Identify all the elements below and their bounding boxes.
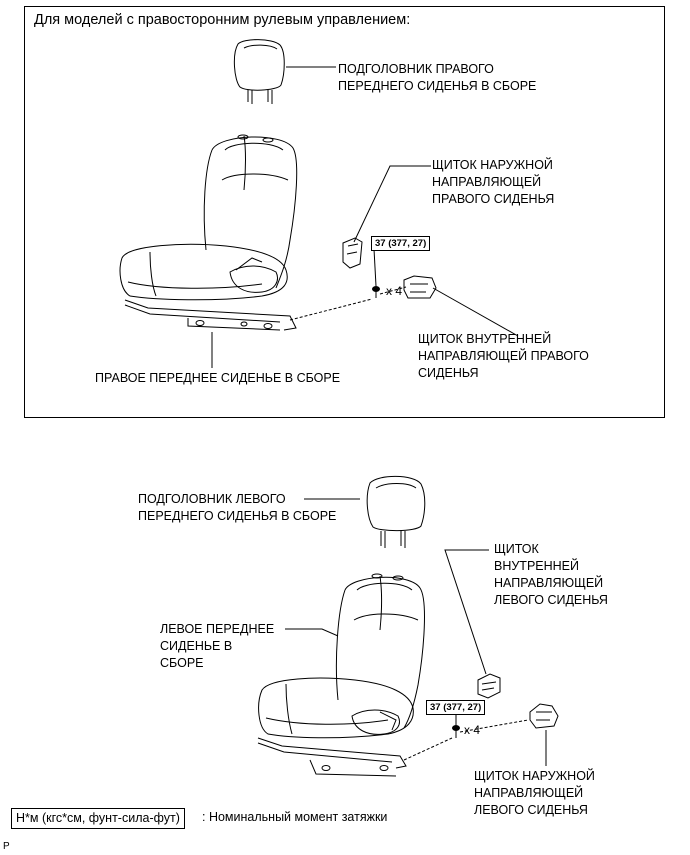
right-headrest-label: ПОДГОЛОВНИК ПРАВОГО ПЕРЕДНЕГО СИДЕНЬЯ В … bbox=[338, 61, 536, 95]
left-seat-label: ЛЕВОЕ ПЕРЕДНЕЕ СИДЕНЬЕ В СБОРЕ bbox=[160, 621, 274, 672]
page-marker: P bbox=[3, 841, 10, 852]
label-line: ПРАВОГО СИДЕНЬЯ bbox=[432, 192, 555, 206]
left-seat-drawing bbox=[258, 574, 424, 776]
left-inner-cover-label: ЩИТОК ВНУТРЕННЕЙ НАПРАВЛЯЮЩЕЙ ЛЕВОГО СИД… bbox=[494, 541, 608, 609]
label-line: ЩИТОК ВНУТРЕННЕЙ bbox=[418, 332, 552, 346]
torque-legend-description: : Номинальный момент затяжки bbox=[202, 810, 388, 824]
top-leader-lines bbox=[212, 67, 518, 368]
label-line: НАПРАВЛЯЮЩЕЙ bbox=[432, 175, 542, 189]
right-bolt-drawing bbox=[373, 287, 380, 299]
label-line: ПЕРЕДНЕГО СИДЕНЬЯ В СБОРЕ bbox=[338, 79, 537, 93]
label-line: ЛЕВОЕ ПЕРЕДНЕЕ bbox=[160, 622, 275, 636]
right-inner-rail-cover-drawing bbox=[404, 276, 436, 298]
label-line: ЛЕВОГО СИДЕНЬЯ bbox=[494, 593, 608, 607]
left-inner-rail-cover-drawing bbox=[478, 674, 500, 698]
left-headrest-drawing bbox=[367, 476, 425, 548]
left-headrest-label: ПОДГОЛОВНИК ЛЕВОГО ПЕРЕДНЕГО СИДЕНЬЯ В С… bbox=[138, 491, 336, 525]
right-inner-cover-label: ЩИТОК ВНУТРЕННЕЙ НАПРАВЛЯЮЩЕЙ ПРАВОГО СИ… bbox=[418, 331, 589, 382]
left-bolt-drawing bbox=[453, 726, 460, 739]
label-line: ВНУТРЕННЕЙ bbox=[494, 559, 579, 573]
left-bolt-count: x 4 bbox=[464, 723, 481, 737]
right-headrest-drawing bbox=[234, 40, 284, 104]
right-seat-label: ПРАВОЕ ПЕРЕДНЕЕ СИДЕНЬЕ В СБОРЕ bbox=[95, 371, 341, 385]
label-line: ЩИТОК bbox=[494, 542, 539, 556]
label-line: ЛЕВОГО СИДЕНЬЯ bbox=[474, 803, 588, 817]
label-line: ЩИТОК НАРУЖНОЙ bbox=[474, 769, 595, 783]
rhd-section-frame bbox=[24, 6, 665, 418]
label-line: НАПРАВЛЯЮЩЕЙ ПРАВОГО bbox=[418, 349, 589, 363]
label-line: ПЕРЕДНЕГО СИДЕНЬЯ В СБОРЕ bbox=[138, 509, 337, 523]
right-bolt-count: x 4 bbox=[386, 284, 403, 298]
bottom-leader-lines bbox=[285, 499, 546, 766]
label-line: НАПРАВЛЯЮЩЕЙ bbox=[474, 786, 584, 800]
right-outer-cover-label: ЩИТОК НАРУЖНОЙ НАПРАВЛЯЮЩЕЙ ПРАВОГО СИДЕ… bbox=[432, 157, 554, 208]
right-seat-drawing bbox=[120, 135, 297, 330]
label-line: ЩИТОК НАРУЖНОЙ bbox=[432, 158, 553, 172]
left-outer-cover-label: ЩИТОК НАРУЖНОЙ НАПРАВЛЯЮЩЕЙ ЛЕВОГО СИДЕН… bbox=[474, 768, 595, 819]
label-line: ПОДГОЛОВНИК ЛЕВОГО bbox=[138, 492, 286, 506]
section-title: Для моделей с правосторонним рулевым упр… bbox=[34, 12, 411, 28]
label-line: ПОДГОЛОВНИК ПРАВОГО bbox=[338, 62, 494, 76]
right-outer-rail-cover-drawing bbox=[343, 238, 362, 268]
label-line: СИДЕНЬЯ bbox=[418, 366, 479, 380]
left-outer-rail-cover-drawing bbox=[530, 704, 558, 728]
label-line: СИДЕНЬЕ В bbox=[160, 639, 233, 653]
torque-unit-legend: Н*м (кгс*см, фунт-сила-фут) bbox=[11, 808, 185, 829]
label-line: СБОРЕ bbox=[160, 656, 204, 670]
right-torque-spec: 37 (377, 27) bbox=[371, 236, 431, 251]
left-torque-spec: 37 (377, 27) bbox=[426, 700, 486, 715]
label-line: НАПРАВЛЯЮЩЕЙ bbox=[494, 576, 604, 590]
